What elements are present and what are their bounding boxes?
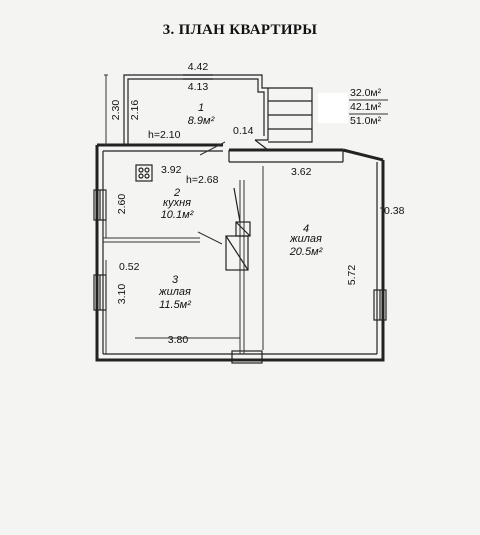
room-4-area: 20.5м²	[289, 246, 323, 258]
door-swing	[199, 141, 226, 156]
room-3-name: жилая	[158, 286, 191, 298]
dim-top-outer: 4.42	[188, 61, 209, 73]
right-windows	[373, 289, 387, 321]
dim-room3-depth: 3.10	[116, 284, 128, 305]
dim-kitchen-width: 3.92	[161, 164, 182, 176]
room-1-number: 1	[198, 102, 204, 114]
room-2-name: кухня	[163, 197, 191, 209]
dim-left-inner: 2.16	[129, 100, 141, 121]
dim-hall-small: 0.14	[233, 125, 254, 137]
room-3-area: 11.5м²	[159, 299, 191, 311]
room-4-number: 4	[303, 223, 309, 235]
dim-kitchen-depth: 2.60	[116, 194, 128, 215]
area-total-2: 42.1м²	[350, 101, 382, 113]
bottom-window	[231, 350, 263, 364]
room-4-name: жилая	[289, 233, 322, 245]
dim-left-wall: 0.52	[119, 261, 140, 273]
dim-room4-depth: 5.72	[346, 265, 358, 286]
room-2-area: 10.1м²	[161, 209, 194, 221]
room-3-number: 3	[172, 274, 179, 286]
dim-left-outer: 2.30	[110, 100, 122, 121]
hall-outline	[123, 74, 269, 144]
stove-icon	[135, 164, 153, 182]
page-title: 3. ПЛАН КВАРТИРЫ	[162, 22, 318, 38]
dimension-lines	[104, 74, 383, 354]
dim-bottom-width: 3.80	[168, 334, 189, 346]
room-1-area: 8.9м²	[188, 115, 215, 127]
dim-top-inner: 4.13	[188, 81, 209, 93]
paper-patch	[318, 93, 348, 123]
porch-steps	[254, 87, 313, 151]
room-3-label: 3 жилая 11.5м²	[158, 274, 191, 311]
dim-kitchen-height: h=2.68	[186, 174, 219, 186]
dim-wall-thickness: 0.38	[384, 205, 405, 217]
room-2-label: 2 кухня 10.1м²	[161, 187, 194, 221]
area-summary: 32.0м² 42.1м² 51.0м²	[318, 87, 388, 127]
dim-room4-width: 3.62	[291, 166, 312, 178]
room-2-number: 2	[173, 187, 180, 199]
partitions	[103, 180, 245, 354]
room-4-label: 4 жилая 20.5м²	[289, 223, 323, 258]
dim-hall-height: h=2.10	[148, 129, 181, 141]
room-1-label: 1 8.9м²	[188, 102, 215, 127]
area-total-1: 32.0м²	[350, 87, 382, 99]
chimney-icon	[225, 187, 251, 271]
outer-walls	[95, 143, 385, 362]
area-total-3: 51.0м²	[350, 115, 382, 127]
